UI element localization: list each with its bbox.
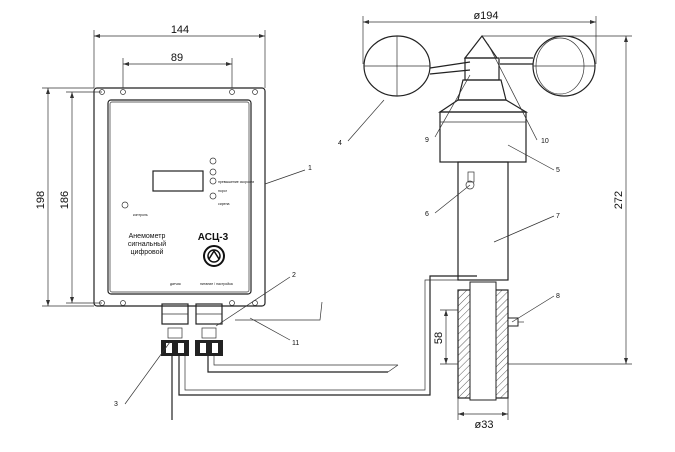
dim-198: 198 xyxy=(35,87,94,307)
dim-144: 144 xyxy=(93,24,266,88)
svg-text:186: 186 xyxy=(59,191,71,209)
svg-text:198: 198 xyxy=(35,191,47,209)
dim-33: ø33 xyxy=(457,398,509,431)
callouts: 1 2 3 4 5 6 7 8 9 10 11 xyxy=(114,43,560,408)
callout-3: 3 xyxy=(114,401,118,408)
cup-arm-right xyxy=(500,57,533,65)
button-label: контроль xyxy=(133,213,148,217)
anemometer-sensor xyxy=(363,34,596,401)
sensor-body xyxy=(439,111,527,163)
dim-58: 58 xyxy=(433,309,458,365)
caption-line-3: цифровой xyxy=(131,248,164,256)
led-overspeed xyxy=(209,157,217,165)
right-label-2: порог xyxy=(218,189,228,193)
right-label-3: сирена xyxy=(218,202,230,206)
box-inner-bezel xyxy=(109,101,250,293)
lcd-display xyxy=(152,170,204,192)
svg-text:89: 89 xyxy=(171,52,183,64)
svg-text:ø33: ø33 xyxy=(475,419,494,431)
gland-right-nut xyxy=(195,340,223,356)
box-inner-panel xyxy=(107,99,252,295)
mount-screw-bl2 xyxy=(120,300,126,306)
svg-text:272: 272 xyxy=(613,191,625,209)
callout-10: 10 xyxy=(541,138,549,145)
callout-8: 8 xyxy=(556,293,560,300)
mount-screw-tr2 xyxy=(229,89,235,95)
dim-272: 272 xyxy=(482,35,632,365)
callout-4: 4 xyxy=(338,140,342,147)
control-button xyxy=(121,201,129,209)
rotor-hub-cap xyxy=(463,34,499,59)
led-siren-1 xyxy=(209,177,217,185)
dim-89: 89 xyxy=(122,52,233,88)
callout-7: 7 xyxy=(556,213,560,220)
control-box: превышение скорости порог сирена контрол… xyxy=(93,87,266,307)
cup-arm-left xyxy=(429,61,471,75)
power-cable xyxy=(207,356,388,373)
callout-2: 2 xyxy=(292,272,296,279)
mount-screw-tr xyxy=(252,89,258,95)
connector-left-label: датчик xyxy=(170,282,181,286)
dim-186: 186 xyxy=(59,91,102,304)
cable-glands xyxy=(161,303,223,356)
connector-right-label: питание / настройка xyxy=(200,282,233,286)
sensor-mast xyxy=(457,161,509,281)
right-label-1: превышение скорости xyxy=(218,180,254,184)
callout-11: 11 xyxy=(292,340,299,347)
caption-line-1: Анемометр xyxy=(129,233,166,240)
mount-tube xyxy=(469,281,497,401)
mount-screw-br2 xyxy=(229,300,235,306)
mast-screw xyxy=(467,171,475,183)
gland-left-nut xyxy=(161,340,189,356)
callout-6: 6 xyxy=(425,211,429,218)
sensor-cable xyxy=(178,275,477,396)
caption-line-2: сигнальный xyxy=(128,240,166,248)
dim-194: ø194 xyxy=(362,10,597,64)
callout-5: 5 xyxy=(556,167,560,174)
callout-1: 1 xyxy=(308,165,312,172)
box-outer-frame xyxy=(93,87,266,307)
callout-9: 9 xyxy=(425,137,429,144)
cable-to-top xyxy=(235,301,323,321)
device-title: АСЦ-3 xyxy=(198,232,229,243)
mount-screw-tl2 xyxy=(120,89,126,95)
led-siren-2 xyxy=(209,192,217,200)
svg-text:ø194: ø194 xyxy=(473,10,498,22)
rotor-hub xyxy=(464,57,500,81)
cables xyxy=(171,275,477,420)
svg-text:144: 144 xyxy=(171,24,189,36)
manufacturer-logo xyxy=(203,245,225,267)
svg-text:58: 58 xyxy=(433,332,445,344)
led-threshold xyxy=(209,168,217,176)
